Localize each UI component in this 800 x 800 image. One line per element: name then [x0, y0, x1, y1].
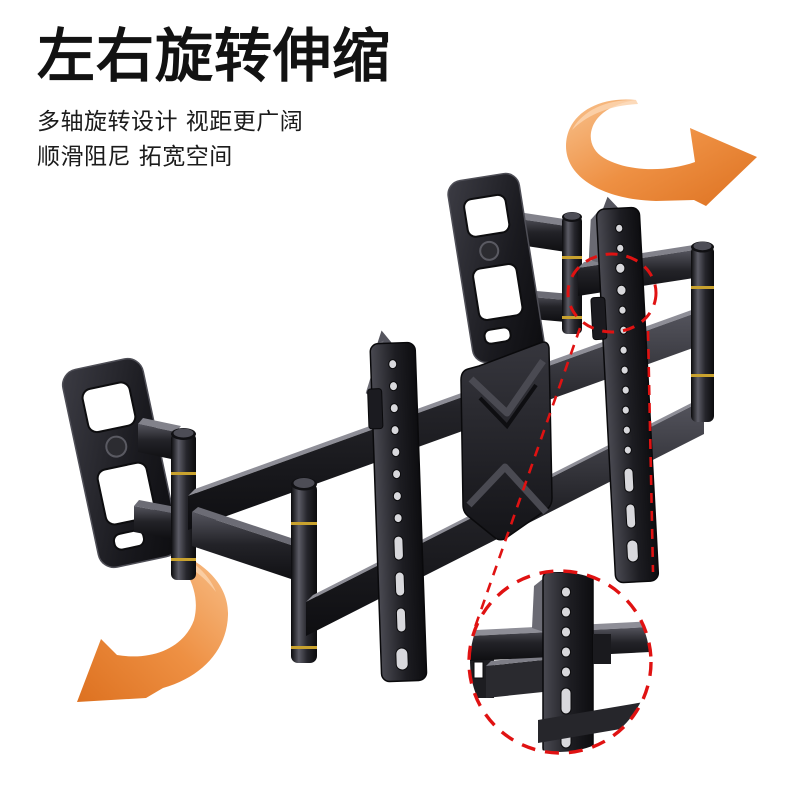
callout-leader-right — [646, 330, 655, 573]
wall-plate-left — [61, 357, 180, 569]
left-pivot-post-1 — [171, 428, 196, 580]
rotate-arrow-bottom-left-icon — [77, 547, 229, 702]
vesa-rail-left — [365, 330, 428, 683]
tv-mount-product — [61, 172, 714, 683]
marketing-copy: 左右旋转伸缩 多轴旋转设计 视距更广阔 顺滑阻尼 拓宽空间 — [37, 24, 391, 175]
left-arm-bar — [192, 507, 312, 584]
magnifier-detail — [470, 572, 650, 752]
left-pivot-post-2 — [291, 477, 317, 663]
center-cover — [460, 341, 553, 541]
magnifier-callout-large-circle — [467, 569, 653, 755]
right-pivot-post-2 — [691, 241, 714, 422]
subtitle-block: 多轴旋转设计 视距更广阔 顺滑阻尼 拓宽空间 — [37, 105, 391, 175]
rotate-arrow-top-right-icon — [566, 99, 757, 206]
crossbar-top — [188, 303, 711, 530]
subtitle-line-2: 顺滑阻尼 拓宽空间 — [37, 143, 233, 170]
left-arm-links — [134, 418, 181, 540]
page-title: 左右旋转伸缩 — [37, 22, 392, 90]
magnifier-callout-small-circle — [566, 252, 658, 334]
vesa-rail-right — [588, 196, 660, 584]
subtitle-line-1: 多轴旋转设计 视距更广阔 — [37, 108, 304, 135]
wall-plate-right — [447, 172, 545, 364]
magnifier-callout — [467, 252, 658, 755]
